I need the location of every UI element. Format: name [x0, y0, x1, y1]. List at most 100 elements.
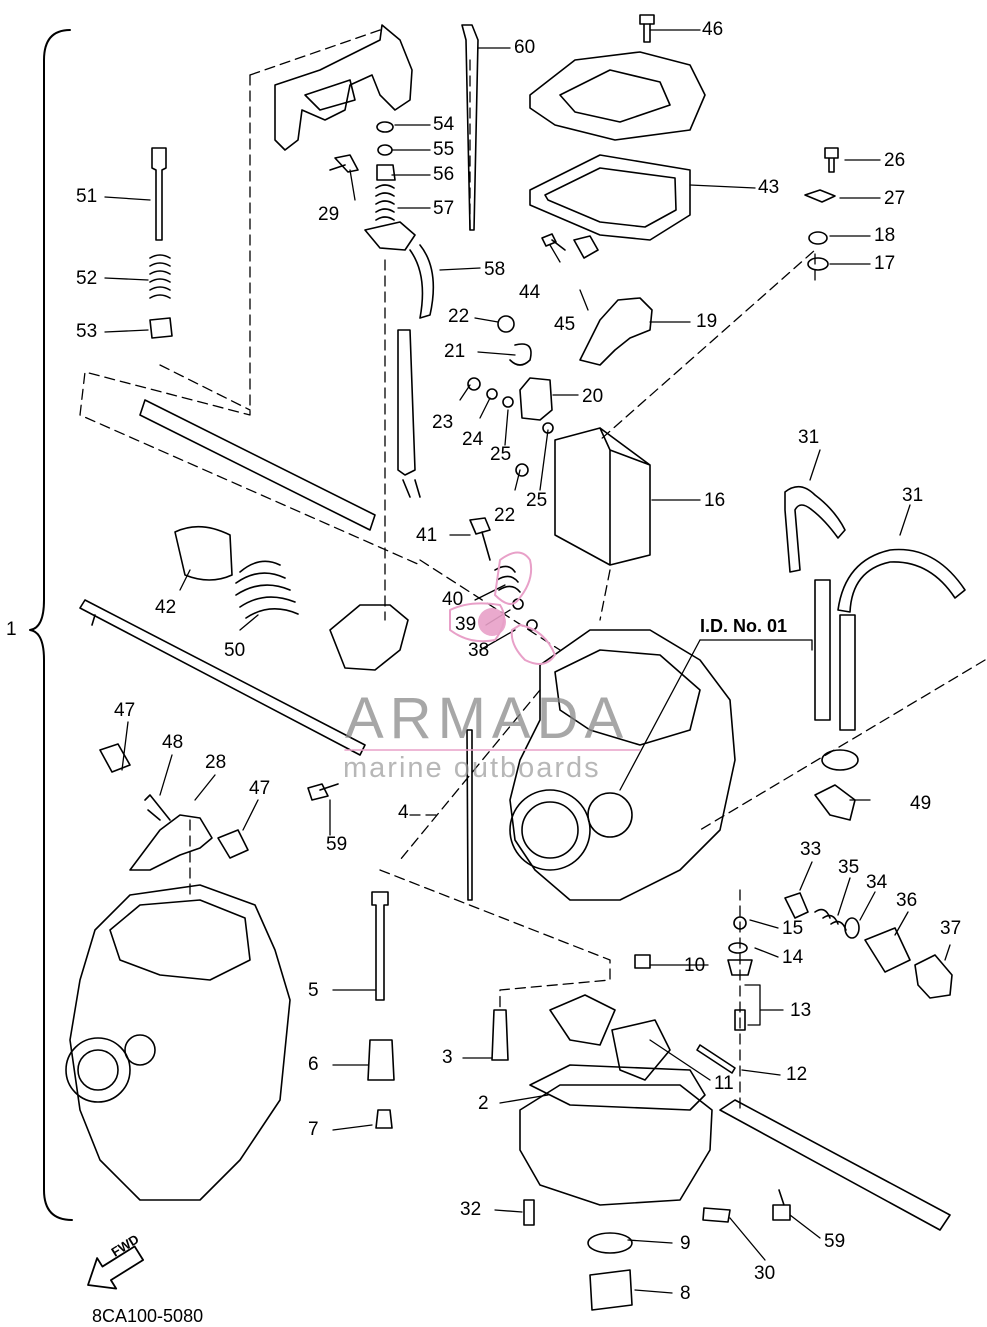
callout-label: 24 — [462, 429, 484, 450]
callout-label: 49 — [910, 793, 932, 814]
callout-label: 19 — [696, 311, 718, 332]
callout-label: 58 — [484, 259, 506, 280]
callout-label: 6 — [308, 1054, 319, 1075]
screw-10 — [634, 954, 651, 969]
nut-23 — [467, 377, 481, 391]
second-inlet-bore — [65, 1037, 131, 1103]
vent-hose-31a — [784, 485, 846, 573]
callout-label: 7 — [308, 1119, 319, 1140]
boot-42 — [174, 525, 233, 581]
fwd-arrow-label: FWD — [109, 1231, 142, 1259]
vent-hose-31b — [837, 548, 966, 613]
spring-50 — [235, 560, 299, 619]
jet-needle-4 — [466, 729, 473, 901]
spring-40 — [494, 565, 521, 593]
callout-label: 20 — [582, 386, 604, 407]
callout-label: 29 — [318, 204, 340, 225]
cap-33 — [784, 892, 809, 919]
drain-plug-8 — [589, 1269, 633, 1311]
oring-9 — [587, 1232, 633, 1254]
callout-label: 37 — [940, 918, 962, 939]
cap-53 — [149, 317, 173, 339]
callout-label: 59 — [824, 1231, 846, 1252]
callout-label: 42 — [155, 597, 177, 618]
callout-label: 2 — [478, 1093, 489, 1114]
callout-label: 10 — [684, 955, 706, 976]
callout-label: 23 — [432, 412, 454, 433]
float-pin-12 — [696, 1044, 736, 1074]
callout-label: 8 — [680, 1283, 691, 1304]
callout-label: 60 — [514, 37, 536, 58]
fitting-45 — [573, 235, 599, 259]
callout-label: 22 — [494, 505, 516, 526]
callout-assembly: 1 — [6, 619, 17, 640]
float-bowl — [519, 1084, 713, 1206]
screw-46 — [639, 14, 655, 43]
main-carburetor-body — [509, 629, 736, 901]
sensor-box — [554, 427, 651, 566]
screw-41 — [469, 517, 491, 561]
bushing-47a — [99, 743, 131, 773]
oring-22-low — [515, 463, 529, 477]
callout-label: 25 — [490, 444, 512, 465]
spring-52 — [149, 254, 171, 299]
screw-44 — [541, 233, 566, 251]
screw-30 — [702, 1207, 731, 1223]
link-bar — [79, 599, 366, 756]
callout-label: 56 — [433, 164, 455, 185]
callout-label: 17 — [874, 253, 896, 274]
washer-54 — [376, 121, 394, 133]
screw-29 — [329, 154, 359, 173]
oring-22-top — [497, 315, 515, 333]
leader-lines — [104, 29, 951, 1294]
callout-label: 11 — [714, 1073, 734, 1094]
callout-label: 38 — [468, 640, 490, 661]
callout-label: 40 — [442, 589, 464, 610]
cap-37 — [914, 954, 953, 999]
document-code: 8CA100-5080 — [92, 1306, 204, 1326]
callout-label: 30 — [754, 1263, 776, 1284]
callout-label: 43 — [758, 177, 780, 198]
callout-label: 55 — [433, 139, 455, 160]
callout-label: 59 — [326, 834, 348, 855]
screw-26 — [824, 147, 839, 173]
jet-holder-6 — [367, 1039, 395, 1081]
callout-label: 14 — [782, 947, 804, 968]
cover-gasket — [529, 154, 691, 241]
watermark-subtitle: marine outboards — [343, 752, 601, 784]
diaphragm-20 — [519, 377, 553, 421]
second-carburetor-body — [69, 884, 291, 1201]
screw-59-right — [772, 1189, 791, 1221]
callout-label: 13 — [790, 1000, 812, 1021]
callout-label: 32 — [460, 1199, 482, 1220]
dashed-leaders — [79, 29, 986, 1111]
callout-label: 15 — [782, 918, 804, 939]
nut-56 — [376, 164, 396, 181]
main-inlet-bore — [509, 789, 591, 871]
callout-label: 5 — [308, 980, 319, 1001]
adjuster-36 — [864, 927, 911, 973]
oring-34 — [844, 917, 860, 939]
bushing-47b — [217, 829, 249, 859]
clip-21 — [509, 343, 532, 366]
callout-label: 51 — [76, 186, 98, 207]
callout-label: 35 — [838, 857, 860, 878]
callout-label: 45 — [554, 314, 576, 335]
main-jet-7 — [375, 1109, 393, 1129]
washer-17 — [807, 257, 829, 271]
callout-label: 46 — [702, 19, 724, 40]
callout-label: 54 — [433, 114, 455, 135]
grommet — [821, 749, 859, 771]
assembly-brace — [29, 29, 73, 1221]
washer-25-right — [542, 422, 554, 434]
callout-label: 31 — [798, 427, 820, 448]
pilot-jet-3 — [491, 1009, 509, 1061]
screw-48 — [144, 794, 171, 821]
spring-57 — [375, 184, 395, 221]
washer-55 — [377, 144, 393, 156]
lever-19 — [579, 297, 653, 366]
shaft — [139, 399, 376, 531]
oring-14 — [728, 942, 748, 954]
top-cover — [529, 51, 706, 141]
